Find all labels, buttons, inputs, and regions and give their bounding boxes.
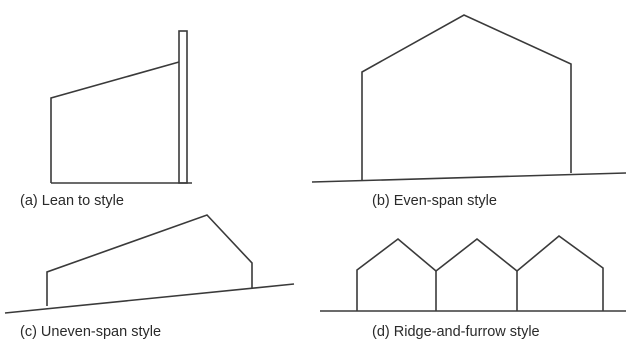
lean-to-caption: (a) Lean to style bbox=[20, 193, 124, 209]
uneven-span-caption: (c) Uneven-span style bbox=[20, 324, 161, 340]
ridge-and-furrow-panel: (d) Ridge-and-furrow style bbox=[320, 234, 626, 340]
ridge-furrow-roofline bbox=[356, 234, 604, 311]
uneven-span-panel: (c) Uneven-span style bbox=[4, 214, 295, 340]
lean-to-house-outline bbox=[50, 61, 180, 183]
even-span-ground-line bbox=[311, 172, 626, 183]
even-span-house-outline bbox=[361, 14, 572, 181]
even-span-caption: (b) Even-span style bbox=[372, 193, 497, 209]
uneven-span-ground-line bbox=[4, 283, 295, 314]
lean-to-panel: (a) Lean to style bbox=[20, 30, 192, 209]
ridge-furrow-caption: (d) Ridge-and-furrow style bbox=[372, 324, 540, 340]
uneven-span-house-outline bbox=[46, 214, 253, 306]
even-span-panel: (b) Even-span style bbox=[311, 14, 626, 209]
lean-to-support-wall bbox=[178, 30, 188, 184]
